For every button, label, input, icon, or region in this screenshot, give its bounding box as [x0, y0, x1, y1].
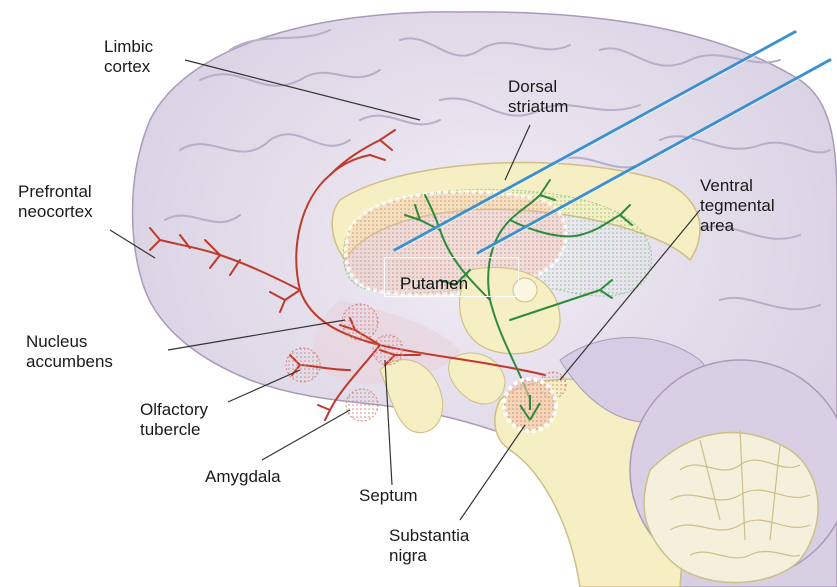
label-limbic-cortex: Limbic cortex — [104, 37, 153, 77]
nucleus-accumbens-shape — [342, 304, 378, 340]
label-dorsal-striatum: Dorsal striatum — [508, 77, 568, 117]
label-septum: Septum — [359, 486, 418, 506]
olfactory-tubercle-shape — [286, 348, 320, 382]
label-substantia-nigra: Substantia nigra — [389, 526, 469, 566]
label-olfactory-tubercle: Olfactory tubercle — [140, 400, 208, 440]
cerebellum — [630, 360, 837, 583]
label-prefrontal-neocortex: Prefrontal neocortex — [18, 182, 93, 222]
label-putamen: Putamen — [400, 274, 468, 294]
label-nucleus-accumbens: Nucleus accumbens — [26, 332, 113, 372]
amygdala-shape — [346, 389, 378, 421]
label-ventral-tegmental-area: Ventral tegmental area — [700, 176, 775, 236]
label-amygdala: Amygdala — [205, 467, 281, 487]
